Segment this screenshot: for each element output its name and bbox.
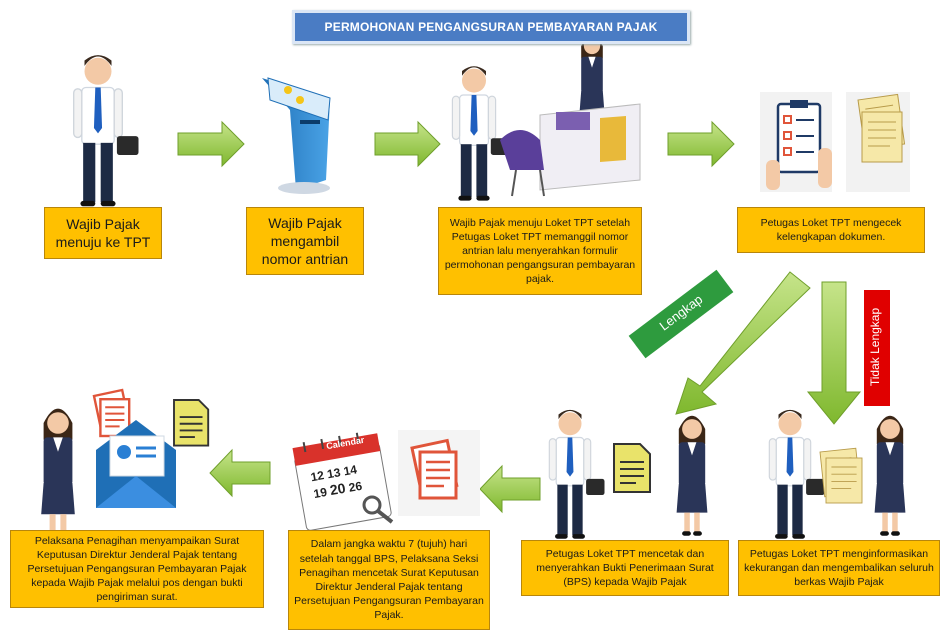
checklist-icon — [760, 92, 832, 192]
arrow-left-icon — [479, 464, 541, 514]
tidak-lengkap-label-bg — [864, 290, 890, 406]
calendar-day: 26 — [347, 478, 364, 495]
queue-kiosk-icon — [262, 77, 331, 194]
documents-icon — [846, 92, 910, 192]
step-3-box: Wajib Pajak menuju Loket TPT setelah Pet… — [438, 207, 642, 295]
step-2-box: Wajib Pajak mengambil nomor antrian — [246, 207, 364, 275]
lengkap-label-bg — [628, 269, 734, 359]
calendar-day: 13 — [325, 465, 342, 482]
taxpayer-man-icon — [73, 54, 140, 207]
arrow-right-icon — [374, 120, 441, 168]
bps-handover-icon — [548, 409, 708, 540]
arrow-diagonal-icon — [675, 271, 811, 415]
diagram-title: PERMOHONAN PENGANGSURAN PEMBAYARAN PAJAK — [292, 10, 690, 44]
return-documents-icon — [768, 409, 906, 540]
mail-delivery-icon — [41, 388, 210, 540]
step-7-box: Dalam jangka waktu 7 (tujuh) hari setela… — [288, 530, 490, 630]
calendar-day: 19 — [312, 484, 329, 502]
calendar-icon — [292, 432, 394, 531]
step-6-box: Petugas Loket TPT mencetak dan menyerahk… — [521, 540, 729, 596]
step-8-box: Pelaksana Penagihan menyampaikan Surat K… — [10, 530, 264, 608]
calendar-day: 20 — [328, 479, 347, 499]
calendar-day: 12 — [309, 468, 326, 485]
step-4-box: Petugas Loket TPT mengecek kelengkapan d… — [737, 207, 925, 253]
arrow-left-icon — [209, 448, 271, 498]
arrow-down-icon — [806, 281, 862, 425]
arrow-right-icon — [667, 120, 735, 168]
step-5-box: Petugas Loket TPT menginformasikan kekur… — [738, 540, 940, 596]
tidak-lengkap-label: Tidak Lengkap — [868, 307, 883, 387]
letters-icon — [398, 430, 480, 516]
arrow-right-icon — [177, 120, 245, 168]
service-counter-icon — [451, 35, 641, 202]
calendar-day: 14 — [342, 462, 359, 479]
step-1-box: Wajib Pajak menuju ke TPT — [44, 207, 162, 259]
